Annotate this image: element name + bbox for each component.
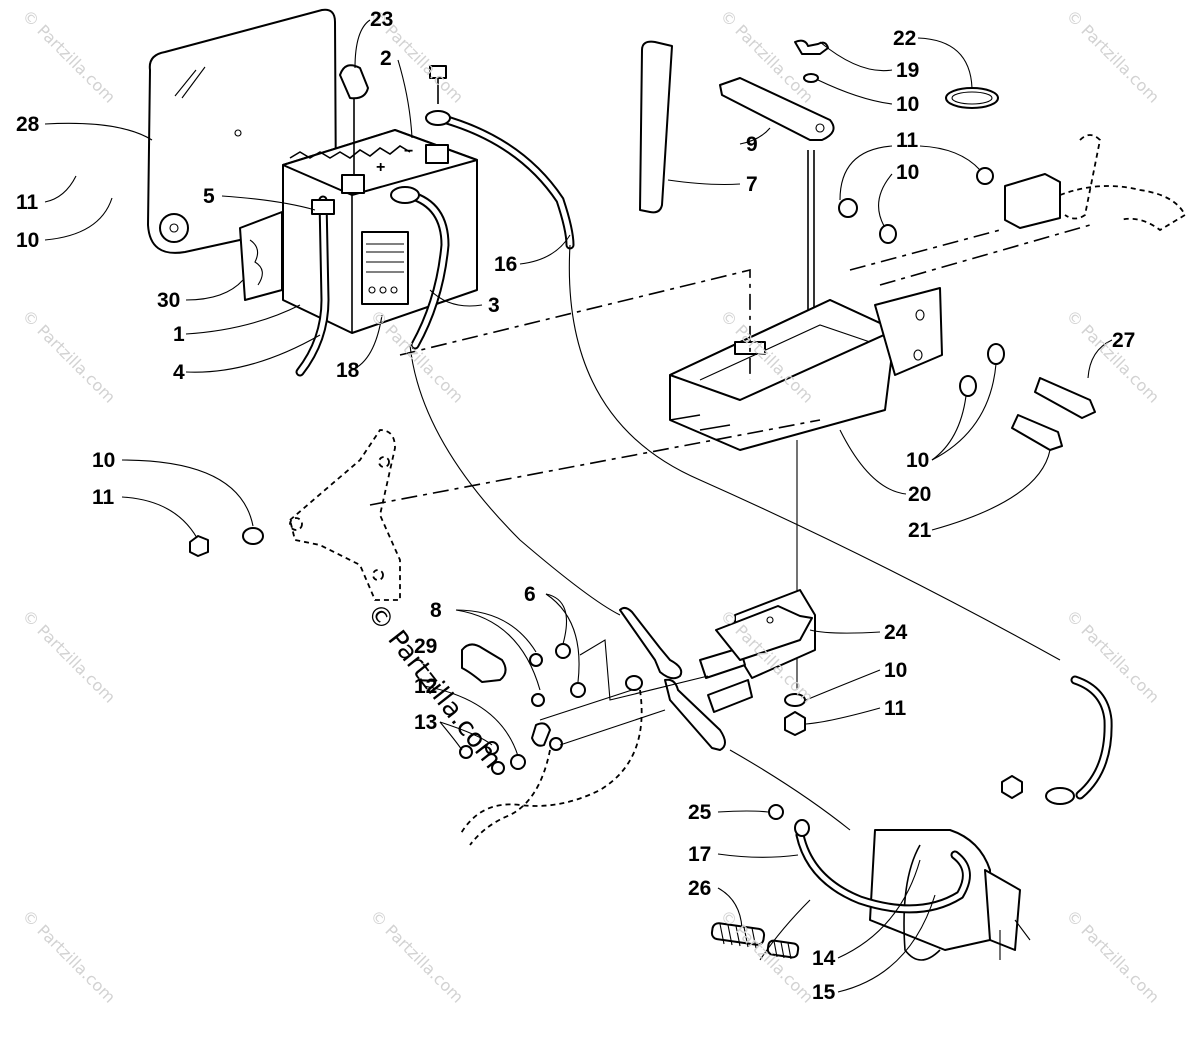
callout-27: 27 — [1112, 329, 1136, 352]
callout-20: 20 — [908, 483, 932, 506]
callout-11: 11 — [884, 697, 907, 720]
switch-connector — [838, 134, 1187, 244]
callout-24: 24 — [884, 621, 908, 644]
springs — [710, 922, 800, 960]
callout-11: 11 — [92, 486, 115, 509]
battery — [282, 129, 478, 334]
hardware-small — [459, 643, 586, 775]
callout-6: 6 — [524, 583, 536, 606]
callout-9: 9 — [746, 133, 758, 156]
cable-tie — [945, 87, 999, 109]
leader-lines — [44, 19, 1113, 993]
battery-pad — [239, 211, 283, 301]
callout-3: 3 — [488, 294, 500, 317]
callout-8: 8 — [430, 599, 442, 622]
callout-10: 10 — [896, 161, 920, 184]
callout-26: 26 — [688, 877, 712, 900]
battery-tray — [669, 287, 943, 451]
callout-11: 11 — [896, 129, 919, 152]
callout-13: 13 — [414, 711, 438, 734]
callout-5: 5 — [203, 185, 215, 208]
callout-23: 23 — [370, 8, 394, 31]
callout-15: 15 — [812, 981, 836, 1004]
callout-4: 4 — [173, 361, 185, 384]
wing-nut — [794, 39, 829, 55]
terminal-boot-29 — [461, 643, 507, 683]
callout-19: 19 — [896, 59, 920, 82]
positive-mark: + — [376, 159, 386, 176]
callout-28: 28 — [16, 113, 40, 136]
callout-29: 29 — [414, 635, 438, 658]
tray-bolts — [959, 343, 1096, 451]
callout-12: 12 — [414, 675, 438, 698]
callout-10: 10 — [896, 93, 920, 116]
ignition-assembly — [795, 829, 1031, 961]
negative-mark: − — [404, 143, 414, 160]
callout-25: 25 — [688, 801, 712, 824]
mount-plate — [288, 429, 401, 601]
ground-cable — [1070, 675, 1113, 800]
callout-7: 7 — [746, 173, 758, 196]
callout-2: 2 — [380, 47, 392, 70]
hold-down-bracket — [719, 77, 835, 141]
callout-10: 10 — [884, 659, 908, 682]
callout-17: 17 — [688, 843, 712, 866]
callout-14: 14 — [812, 947, 836, 970]
callout-10: 10 — [906, 449, 930, 472]
starter-relay — [699, 589, 816, 713]
callout-21: 21 — [908, 519, 932, 542]
strap — [639, 40, 673, 214]
callout-18: 18 — [336, 359, 360, 382]
callout-10: 10 — [16, 229, 40, 252]
terminal-boot — [339, 64, 369, 100]
callout-11: 11 — [16, 191, 39, 214]
callout-30: 30 — [157, 289, 181, 312]
callout-1: 1 — [173, 323, 185, 346]
callout-22: 22 — [893, 27, 917, 50]
callout-10: 10 — [92, 449, 116, 472]
callout-16: 16 — [494, 253, 518, 276]
